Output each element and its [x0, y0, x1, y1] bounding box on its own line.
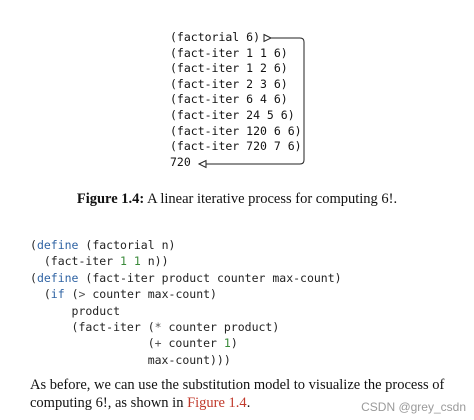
- code-line: (fact-iter 1 1 n)): [30, 254, 169, 269]
- trace-line: (fact-iter 2 3 6): [170, 76, 288, 91]
- keyword: if: [50, 287, 65, 302]
- trace-line: (fact-iter 1 2 6): [170, 61, 288, 76]
- code-line: (if (> counter max-count): [30, 287, 217, 302]
- watermark: CSDN @grey_csdn: [361, 400, 466, 414]
- trace-line: (fact-iter 120 6 6): [170, 123, 302, 138]
- number-literal: 1: [133, 254, 141, 269]
- figure-link[interactable]: Figure 1.4: [187, 395, 247, 411]
- operator: *: [154, 319, 162, 334]
- trace-line: (fact-iter 6 4 6): [170, 92, 288, 107]
- code-line: (define (fact-iter product counter max-c…: [30, 270, 342, 285]
- trace-line: (factorial 6): [170, 30, 261, 44]
- code-line: max-count))): [30, 352, 231, 367]
- caption-text: A linear iterative process for computing…: [144, 191, 398, 207]
- figure-label: Figure 1.4:: [76, 191, 145, 207]
- code-line: (+ counter 1): [30, 336, 238, 351]
- number-literal: 1: [223, 336, 231, 351]
- code-line: (define (factorial n): [30, 238, 176, 252]
- operator: >: [78, 287, 86, 302]
- code-line: (fact-iter (* counter product): [30, 319, 280, 334]
- process-trace: (factorial 6) (fact-iter 1 1 6) (fact-it…: [170, 30, 302, 170]
- keyword: define: [36, 270, 79, 285]
- code-block: (define (factorial n) (fact-iter 1 1 n))…: [30, 237, 342, 368]
- code-line: product: [30, 303, 121, 318]
- trace-line: (fact-iter 720 7 6): [170, 139, 302, 154]
- body-paragraph: As before, we can use the substitution m…: [30, 377, 445, 411]
- figure-caption: Figure 1.4: A linear iterative process f…: [0, 191, 474, 208]
- keyword: define: [36, 238, 79, 252]
- trace-line: 720: [170, 154, 191, 169]
- trace-line: (fact-iter 1 1 6): [170, 45, 288, 60]
- trace-line: (fact-iter 24 5 6): [170, 107, 295, 122]
- operator: +: [154, 336, 162, 351]
- number-literal: 1: [120, 254, 127, 269]
